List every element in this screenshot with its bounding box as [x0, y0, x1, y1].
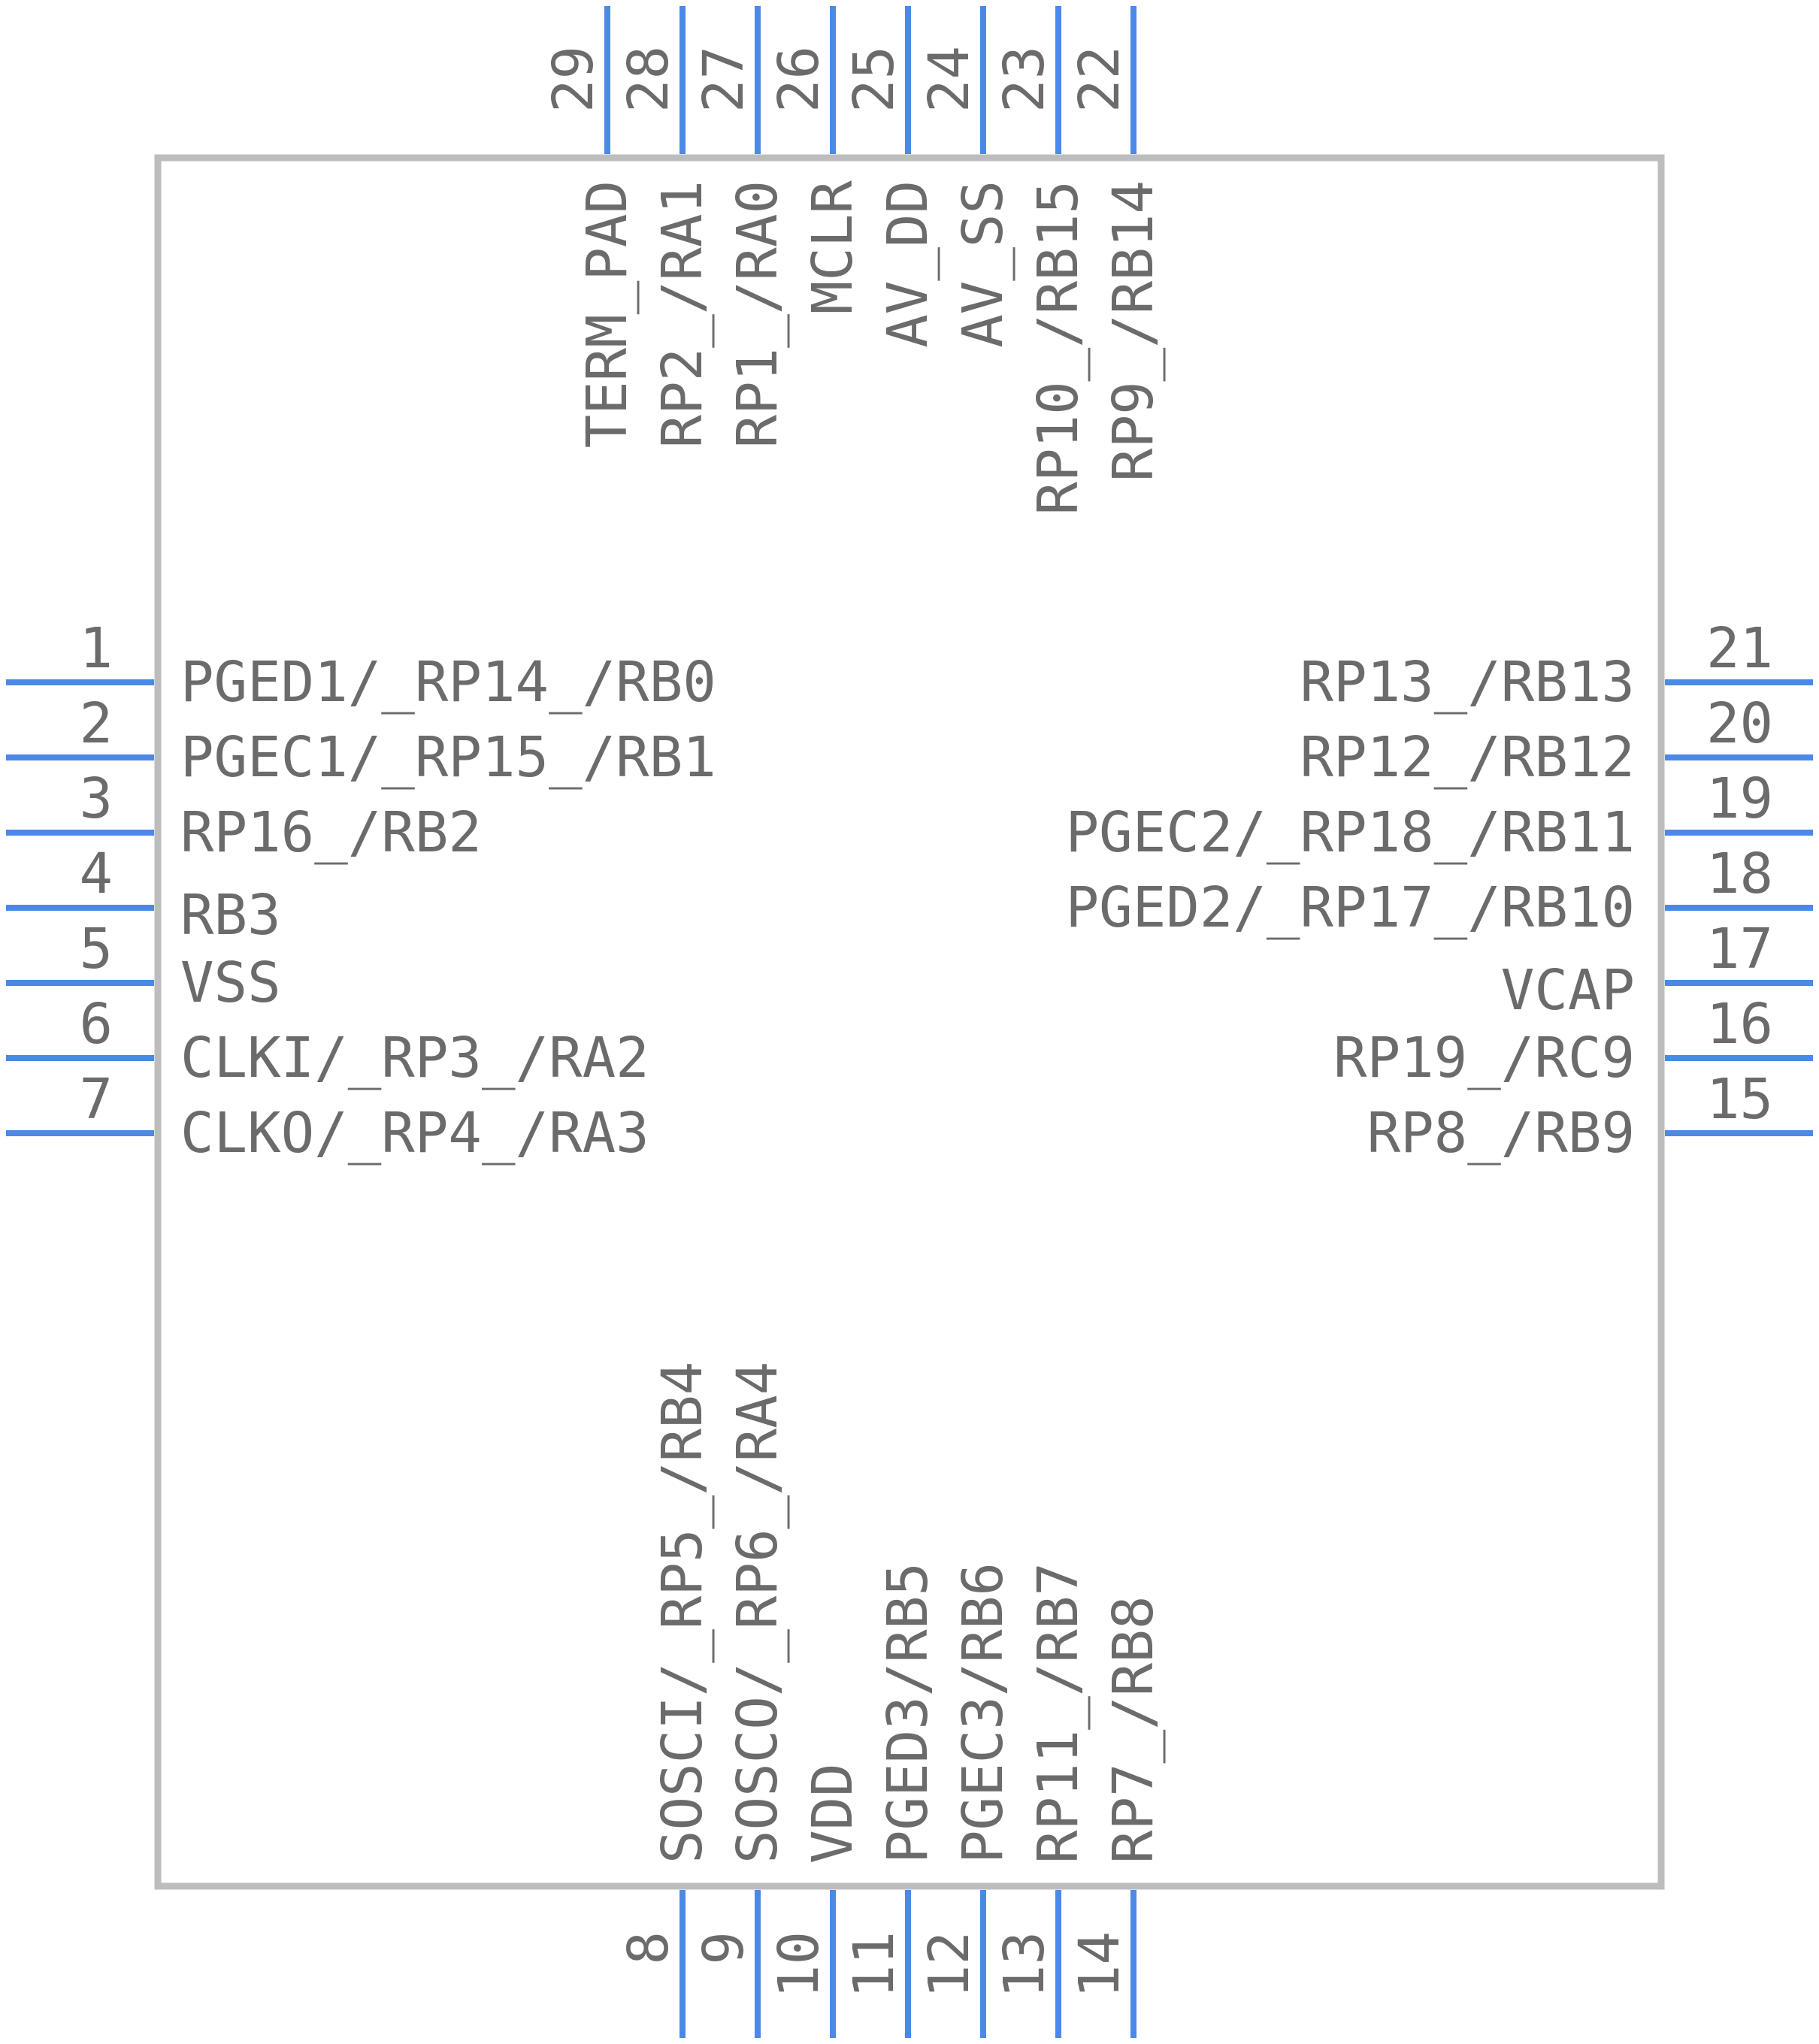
pin-label-17: VCAP	[1501, 958, 1635, 1023]
pin-label-12: PGEC3/RB6	[951, 1562, 1015, 1864]
pin-number-22: 22	[1067, 46, 1132, 113]
pin-label-8: SOSCI/_RP5_/RB4	[650, 1362, 715, 1864]
pin-number-7: 7	[79, 1067, 113, 1132]
pin-label-18: PGED2/_RP17_/RB10	[1066, 875, 1635, 940]
pin-number-13: 13	[992, 1931, 1057, 1998]
pin-label-7: CLKO/_RP4_/RA3	[180, 1101, 649, 1166]
pin-number-25: 25	[842, 46, 906, 113]
pin-number-19: 19	[1706, 766, 1773, 831]
pin-label-13: RP11_/RB7	[1026, 1562, 1091, 1864]
pin-label-5: VSS	[180, 951, 281, 1015]
pin-number-5: 5	[79, 917, 113, 981]
pin-label-16: RP19_/RC9	[1333, 1026, 1635, 1090]
pin-number-18: 18	[1706, 842, 1773, 906]
pin-label-11: PGED3/RB5	[876, 1562, 940, 1864]
pin-label-6: CLKI/_RP3_/RA2	[180, 1026, 649, 1090]
pin-number-16: 16	[1706, 992, 1773, 1057]
pin-label-1: PGED1/_RP14_/RB0	[180, 650, 716, 715]
pin-label-27: RP1_/RA0	[725, 180, 790, 448]
pin-label-14: RP7_/RB8	[1101, 1596, 1166, 1864]
pin-number-20: 20	[1706, 691, 1773, 756]
pin-label-15: RP8_/RB9	[1367, 1101, 1635, 1166]
pin-label-20: RP12_/RB12	[1300, 725, 1635, 790]
pin-number-4: 4	[79, 842, 113, 906]
pin-number-6: 6	[79, 992, 113, 1057]
pin-label-23: RP10_/RB15	[1026, 180, 1091, 516]
pin-number-9: 9	[692, 1931, 756, 1965]
pin-number-8: 8	[616, 1931, 681, 1965]
pin-number-23: 23	[992, 46, 1057, 113]
ic-body	[154, 154, 1665, 1890]
pin-label-22: RP9_/RB14	[1101, 180, 1166, 482]
pin-number-21: 21	[1706, 616, 1773, 681]
pin-label-28: RP2_/RA1	[650, 180, 715, 448]
pin-number-28: 28	[616, 46, 681, 113]
pin-label-2: PGEC1/_RP15_/RB1	[180, 725, 716, 790]
pin-label-26: MCLR	[801, 180, 865, 315]
pin-number-26: 26	[767, 46, 831, 113]
pin-label-25: AV_DD	[876, 180, 940, 348]
pin-label-29: TERM_PAD	[575, 180, 640, 448]
pin-number-10: 10	[767, 1931, 831, 1998]
pin-label-3: RP16_/RB2	[180, 800, 482, 865]
pin-label-19: PGEC2/_RP18_/RB11	[1066, 800, 1635, 865]
pin-label-9: SOSCO/_RP6_/RA4	[725, 1362, 790, 1864]
pin-number-1: 1	[79, 616, 113, 681]
pin-number-17: 17	[1706, 917, 1773, 981]
pin-label-24: AV_SS	[951, 180, 1015, 348]
pin-label-4: RB3	[180, 883, 281, 948]
pin-number-12: 12	[917, 1931, 982, 1998]
pin-number-3: 3	[79, 766, 113, 831]
pin-label-21: RP13_/RB13	[1300, 650, 1635, 715]
pin-number-27: 27	[692, 46, 756, 113]
pin-number-15: 15	[1706, 1067, 1773, 1132]
pin-number-2: 2	[79, 691, 113, 756]
pin-number-24: 24	[917, 46, 982, 113]
pin-label-10: VDD	[801, 1763, 865, 1864]
pin-number-29: 29	[541, 46, 606, 113]
pin-number-11: 11	[842, 1931, 906, 1998]
pin-number-14: 14	[1067, 1931, 1132, 1998]
